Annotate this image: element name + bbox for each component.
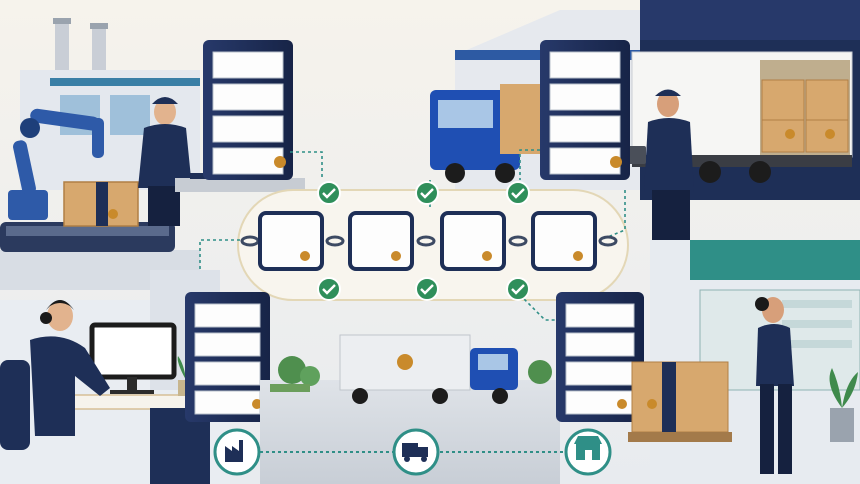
server-rack-3	[185, 292, 270, 422]
check-icon-top-1	[317, 181, 341, 205]
chain-block-3	[440, 211, 506, 271]
retail-store-scene	[628, 240, 860, 484]
check-icon-bottom-2	[415, 277, 439, 301]
monitor-icon	[89, 322, 177, 380]
check-icon-top-2	[415, 181, 439, 205]
office-scene	[0, 270, 230, 484]
server-rack-2	[540, 40, 630, 180]
chain-block-1	[258, 211, 324, 271]
check-icon-bottom-1	[317, 277, 341, 301]
delivery-truck	[339, 334, 518, 404]
chain-block-2	[348, 211, 414, 271]
office-worker	[30, 300, 110, 436]
chain-links	[240, 235, 618, 247]
store-worker	[755, 297, 794, 474]
pallet-boxes	[628, 361, 732, 442]
factory-scene	[0, 18, 305, 290]
check-icon-bottom-3	[506, 277, 530, 301]
factory-worker	[138, 97, 192, 226]
check-icon-top-3	[506, 181, 530, 205]
store-awning	[690, 240, 860, 280]
store-icon	[564, 428, 612, 476]
package-box	[63, 181, 139, 227]
logistics-worker	[622, 89, 694, 242]
server-rack-1	[203, 40, 293, 180]
robot-arm	[8, 108, 104, 220]
factory-icon	[213, 428, 261, 476]
chain-block-4	[531, 211, 597, 271]
truck-icon	[392, 428, 440, 476]
server-rack-4	[556, 292, 644, 422]
